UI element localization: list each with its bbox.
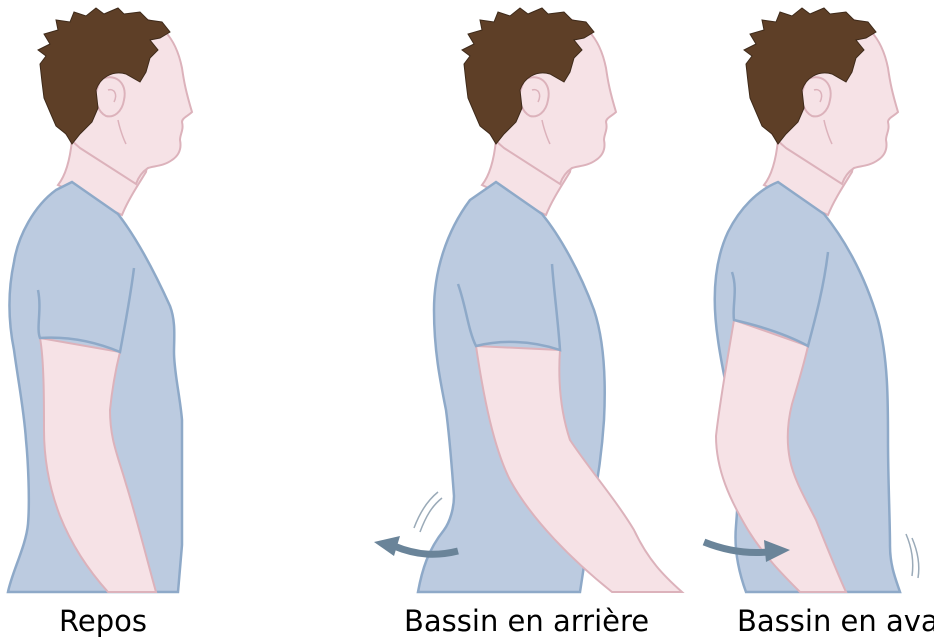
motion-lines-retro [414, 492, 442, 532]
motion-lines-ante [906, 534, 919, 578]
figure-ante [704, 8, 919, 592]
figure-repos [8, 8, 192, 592]
caption-retro: Bassin en arrière [404, 604, 649, 638]
caption-ante: Bassin en avant [737, 604, 934, 638]
caption-repos: Repos [59, 604, 147, 638]
figure-retro [374, 8, 682, 592]
